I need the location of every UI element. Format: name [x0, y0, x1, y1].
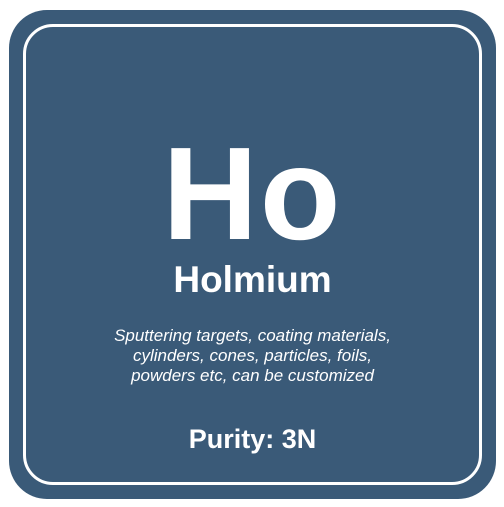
element-name: Holmium: [173, 259, 332, 300]
description-line: powders etc, can be customized: [131, 366, 374, 385]
element-symbol: Ho: [162, 120, 343, 267]
description-line: cylinders, cones, particles, foils,: [132, 346, 373, 365]
description-line: Sputtering targets, coating materials,: [114, 326, 391, 345]
tile-inner-border: [23, 24, 482, 485]
element-tile: Ho Holmium Sputtering targets, coating m…: [9, 10, 496, 499]
product-description: Sputtering targets, coating materials, c…: [49, 326, 456, 386]
purity-label: Purity: 3N: [188, 424, 317, 454]
